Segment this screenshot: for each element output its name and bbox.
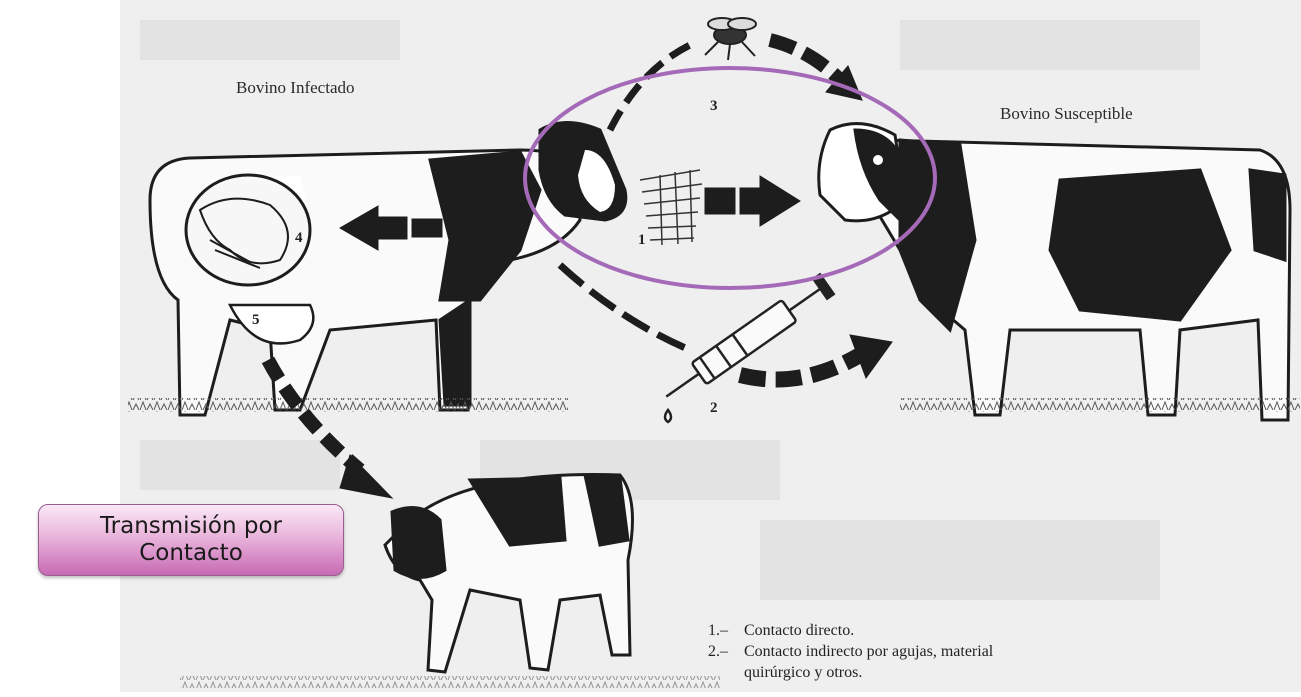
legend-number: 1.– [708, 620, 744, 641]
route-number-4: 4 [295, 230, 303, 247]
legend: 1.– Contacto directo. 2.– Contacto indir… [708, 620, 1228, 683]
legend-item: 1.– Contacto directo. [708, 620, 1228, 641]
legend-text: Contacto indirecto por agujas, material [744, 641, 1228, 662]
susceptible-cow-title: Bovino Susceptible [1000, 104, 1133, 124]
route-number-1: 1 [638, 232, 646, 249]
route-number-2: 2 [710, 400, 718, 417]
route-number-5: 5 [252, 312, 260, 329]
fetus-uterus [186, 175, 310, 285]
legend-text-continuation: quirúrgico y otros. [708, 662, 1228, 683]
highlight-label-badge: Transmisión por Contacto [38, 504, 344, 576]
legend-item: 2.– Contacto indirecto por agujas, mater… [708, 641, 1228, 662]
infected-cow-title: Bovino Infectado [236, 78, 355, 98]
legend-text: Contacto directo. [744, 620, 1228, 641]
highlight-label-text: Transmisión por Contacto [86, 513, 296, 567]
route-number-3: 3 [710, 98, 718, 115]
legend-number: 2.– [708, 641, 744, 662]
